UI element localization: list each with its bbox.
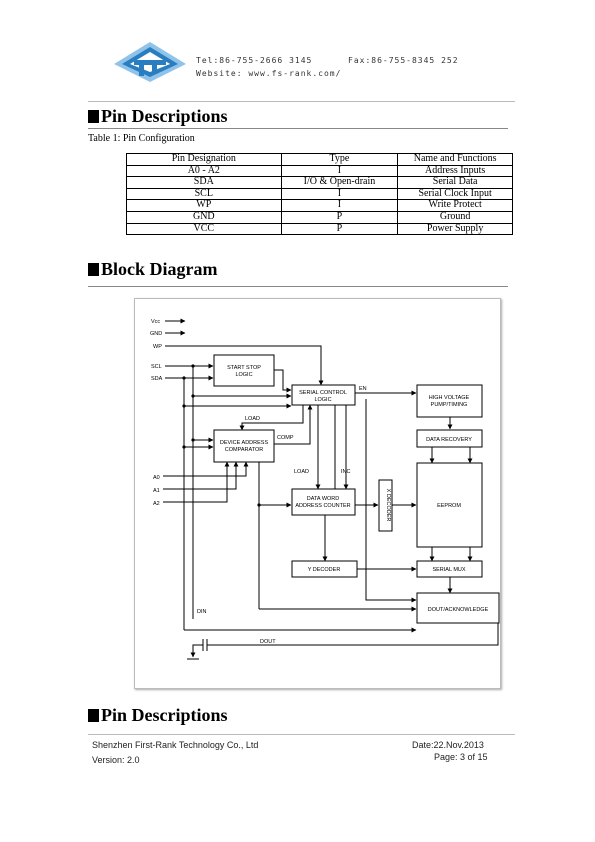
start-stop-block [213, 354, 275, 387]
table-row: WP I Write Protect [126, 199, 513, 212]
x-decoder-label: X DECODER [385, 489, 391, 522]
a2-label: A2 [153, 501, 160, 507]
gnd-label: GND [150, 331, 162, 337]
section-rule [88, 128, 508, 129]
table-cell: WP [126, 199, 282, 212]
footer-company: Shenzhen First-Rank Technology Co., Ltd [92, 740, 259, 750]
table-cell: GND [126, 210, 282, 224]
heading-square-icon [88, 110, 99, 123]
table-row: SCL I Serial Clock Input [126, 187, 513, 201]
table-cell: Serial Data [397, 176, 513, 189]
table-row: GND P Ground [126, 210, 513, 224]
section-heading-pin-descriptions-2: Pin Descriptions [88, 705, 228, 725]
y-decoder-label: Y DECODER [308, 567, 341, 573]
scl-label: SCL [151, 364, 162, 370]
header-divider [88, 101, 515, 102]
start-stop-label: LOGIC [235, 372, 252, 378]
data-word-block [291, 488, 356, 516]
website-label: Website: [196, 69, 243, 78]
table-cell: I/O & Open-drain [280, 176, 399, 189]
company-logo [112, 40, 188, 84]
serial-mux-block [416, 560, 483, 578]
inc-label: INC [341, 469, 351, 475]
eeprom-block [416, 462, 483, 548]
section-heading-pin-descriptions: Pin Descriptions [88, 106, 228, 126]
pin-configuration-table: Pin Designation Type Name and Functions … [126, 153, 513, 236]
high-voltage-label: HIGH VOLTAGE [429, 395, 470, 401]
table-header: Type [280, 153, 399, 166]
table-cell: P [280, 210, 399, 224]
eeprom-label: EEPROM [437, 503, 461, 509]
a1-label: A1 [153, 488, 160, 494]
heading-square-icon [88, 263, 99, 276]
table-header: Pin Designation [126, 153, 282, 166]
table-row: A0 - A2 I Address Inputs [126, 164, 513, 178]
table-row: SDA I/O & Open-drain Serial Data [126, 176, 513, 189]
footer-version: Version: 2.0 [92, 755, 140, 765]
sda-label: SDA [151, 376, 163, 382]
comp-label: COMP [277, 435, 294, 441]
serial-mux-label: SERIAL MUX [432, 567, 465, 573]
serial-control-block [291, 384, 356, 406]
section-rule [88, 286, 508, 287]
dout-ack-block [416, 592, 500, 624]
a0-label: A0 [153, 475, 160, 481]
wp-label: WP [153, 344, 162, 350]
en-label: EN [359, 386, 367, 392]
table-cell: Serial Clock Input [397, 187, 513, 201]
footer-page: Page: 3 of 15 [434, 752, 488, 762]
footer-date: Date:22.Nov.2013 [412, 740, 484, 750]
block-diagram: Vcc GND WP SCL SDA A0 A1 A2 START STOP L… [134, 298, 501, 689]
table-row: VCC P Power Supply [126, 222, 513, 236]
fax-text: Fax:86-755-8345 252 [348, 56, 459, 65]
table-cell: I [280, 187, 399, 201]
table-cell: Write Protect [397, 199, 513, 212]
table-cell: SDA [126, 176, 282, 189]
data-recovery-label: DATA RECOVERY [426, 437, 472, 443]
table-cell: P [280, 222, 399, 236]
load-label: LOAD [245, 416, 260, 422]
dout-label: DOUT [260, 639, 276, 645]
table-header: Name and Functions [397, 153, 513, 166]
tel-text: Tel:86-755-2666 3145 [196, 56, 313, 65]
table-cell: I [280, 199, 399, 212]
high-voltage-label: PUMP/TIMING [431, 402, 468, 408]
website-link[interactable]: www.fs-rank.com/ [248, 69, 342, 78]
y-decoder-block [291, 560, 358, 578]
start-stop-label: START STOP [227, 365, 261, 371]
data-word-label: DATA WORD [307, 496, 340, 502]
vcc-label: Vcc [151, 319, 160, 325]
din-label: DIN [197, 609, 207, 615]
footer-divider [88, 734, 515, 735]
device-address-label: DEVICE ADDRESS [220, 440, 269, 446]
table-cell: Address Inputs [397, 164, 513, 178]
table-header-row: Pin Designation Type Name and Functions [126, 153, 513, 166]
dout-ack-label: DOUT/ACKNOWLEDGE [428, 607, 489, 613]
device-address-label: COMPARATOR [225, 447, 264, 453]
load-label-2: LOAD [294, 469, 309, 475]
table-cell: VCC [126, 222, 282, 236]
device-address-block [213, 429, 275, 463]
high-voltage-block [416, 384, 483, 418]
website-line: Website: www.fs-rank.com/ [196, 69, 341, 78]
data-recovery-block [416, 429, 483, 448]
section-heading-block-diagram: Block Diagram [88, 259, 218, 279]
table-cell: Ground [397, 210, 513, 224]
x-decoder-block [378, 479, 393, 532]
serial-control-label: LOGIC [314, 397, 331, 403]
table-caption: Table 1: Pin Configuration [88, 133, 195, 144]
table-cell: SCL [126, 187, 282, 201]
serial-control-label: SERIAL CONTROL [299, 390, 347, 396]
heading-square-icon [88, 709, 99, 722]
table-cell: A0 - A2 [126, 164, 282, 178]
data-word-label: ADDRESS COUNTER [295, 503, 350, 509]
tel-line: Tel:86-755-2666 3145 [196, 56, 312, 65]
fax-line: Fax:86-755-8345 252 [348, 56, 459, 65]
table-cell: I [280, 164, 399, 178]
table-cell: Power Supply [397, 222, 513, 236]
